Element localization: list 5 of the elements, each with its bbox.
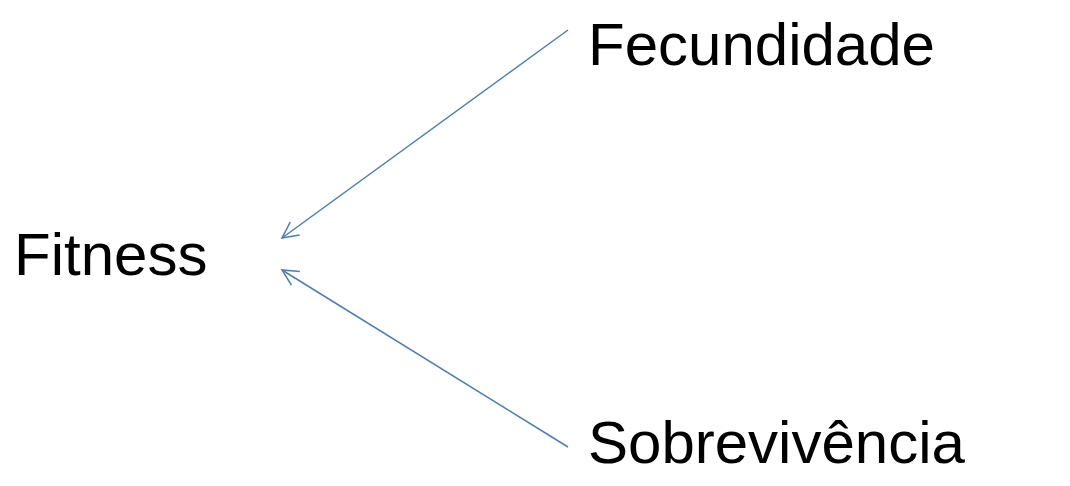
node-label: Fitness	[14, 225, 208, 285]
arrow	[281, 29, 569, 239]
node-label: Sobrevivência	[588, 413, 965, 473]
node-label: Fecundidade	[588, 15, 935, 75]
arrow	[281, 269, 569, 448]
